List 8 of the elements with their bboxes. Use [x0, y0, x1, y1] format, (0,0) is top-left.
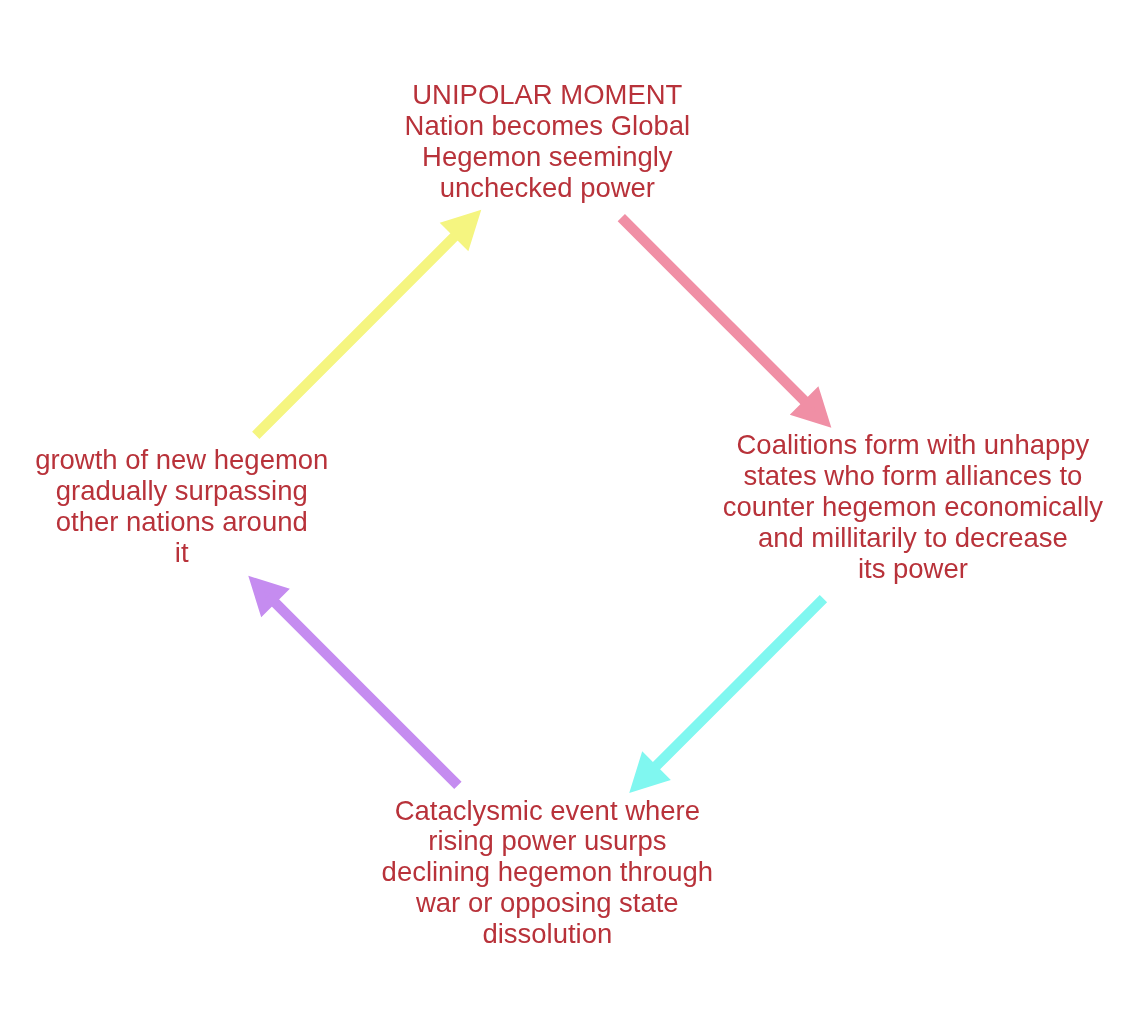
- node-text: growth of new hegemon gradually surpassing other nations around it: [35, 444, 329, 569]
- arrow: [248, 575, 462, 790]
- node-text: Coalitions form with unhappy states who form alliances to counter hegemon economically and millitarily to decrease its power: [722, 428, 1103, 584]
- arrow: [617, 214, 832, 428]
- arrow: [252, 209, 482, 439]
- node-text: Cataclysmic event where rising power usurps declining hegemon through war or opposing state dissolution: [381, 794, 714, 950]
- node-text: UNIPOLAR MOMENT Nation becomes Global Hegemon seemingly unchecked power: [404, 78, 691, 203]
- arrow: [629, 595, 828, 793]
